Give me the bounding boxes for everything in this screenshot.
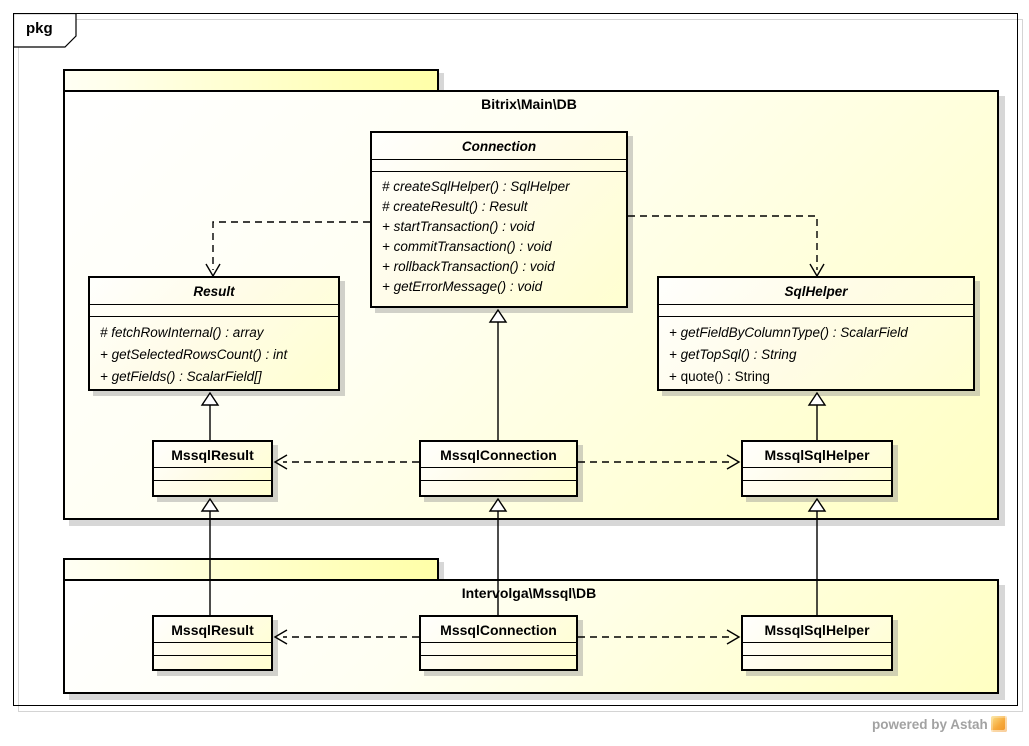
attributes-compartment [154, 643, 271, 656]
operations-compartment [154, 481, 271, 495]
operations-compartment [154, 656, 271, 669]
class-member: # fetchRowInternal() : array [100, 325, 264, 340]
operations-compartment [421, 656, 576, 669]
class-connection: Connection # createSqlHelper() : SqlHelp… [370, 131, 628, 308]
class-member: + rollbackTransaction() : void [382, 259, 555, 274]
package-intervolga-label: Intervolga\Mssql\DB [461, 585, 597, 601]
class-name: SqlHelper [659, 278, 973, 305]
class-name: MssqlResult [154, 617, 271, 643]
diagram-frame [13, 13, 1018, 706]
class-member: + startTransaction() : void [382, 219, 535, 234]
class-name: Connection [372, 133, 626, 160]
class-name: MssqlSqlHelper [743, 617, 891, 643]
class-name: MssqlConnection [421, 617, 576, 643]
package-bitrix-label: Bitrix\Main\DB [481, 96, 577, 112]
class-member: + commitTransaction() : void [382, 239, 552, 254]
class-member: + getErrorMessage() : void [382, 279, 543, 294]
attributes-compartment [372, 160, 626, 172]
frame-shadow [18, 19, 1023, 712]
class-member: # createSqlHelper() : SqlHelper [382, 179, 570, 194]
class-mssqlconnection-intervolga: MssqlConnection [419, 615, 578, 671]
class-mssqlsqlhelper-main: MssqlSqlHelper [741, 440, 893, 497]
class-name: Result [90, 278, 338, 305]
attributes-compartment [154, 468, 271, 481]
class-name: MssqlResult [154, 442, 271, 468]
operations-compartment [421, 481, 576, 495]
attributes-compartment [421, 643, 576, 656]
class-mssqlresult-intervolga: MssqlResult [152, 615, 273, 671]
class-member: + getFields() : ScalarField[] [100, 369, 262, 384]
class-name: MssqlConnection [421, 442, 576, 468]
operations-compartment: # createSqlHelper() : SqlHelper # create… [372, 172, 626, 306]
class-sqlhelper: SqlHelper + getFieldByColumnType() : Sca… [657, 276, 975, 391]
class-member: # createResult() : Result [382, 199, 528, 214]
operations-compartment: + getFieldByColumnType() : ScalarField +… [659, 317, 973, 392]
attributes-compartment [421, 468, 576, 481]
package-bitrix-tab [63, 69, 439, 92]
frame-tag-label: pkg [26, 20, 53, 37]
class-member: + getSelectedRowsCount() : int [100, 347, 288, 362]
operations-compartment [743, 481, 891, 495]
attributes-compartment [90, 305, 338, 317]
astah-logo-icon [990, 716, 1007, 732]
watermark: powered by Astah [872, 716, 1022, 732]
frame-tag-shape [13, 13, 77, 48]
class-result: Result # fetchRowInternal() : array + ge… [88, 276, 340, 391]
class-member: + getFieldByColumnType() : ScalarField [669, 325, 908, 340]
class-mssqlconnection-main: MssqlConnection [419, 440, 578, 497]
class-member: + quote() : String [669, 369, 770, 384]
class-mssqlresult-main: MssqlResult [152, 440, 273, 497]
attributes-compartment [743, 643, 891, 656]
class-mssqlsqlhelper-intervolga: MssqlSqlHelper [741, 615, 893, 671]
class-name: MssqlSqlHelper [743, 442, 891, 468]
attributes-compartment [659, 305, 973, 317]
attributes-compartment [743, 468, 891, 481]
powered-by-text: powered by Astah [872, 716, 988, 732]
operations-compartment [743, 656, 891, 669]
operations-compartment: # fetchRowInternal() : array + getSelect… [90, 317, 338, 392]
class-member: + getTopSql() : String [669, 347, 797, 362]
package-intervolga-tab [63, 558, 439, 581]
